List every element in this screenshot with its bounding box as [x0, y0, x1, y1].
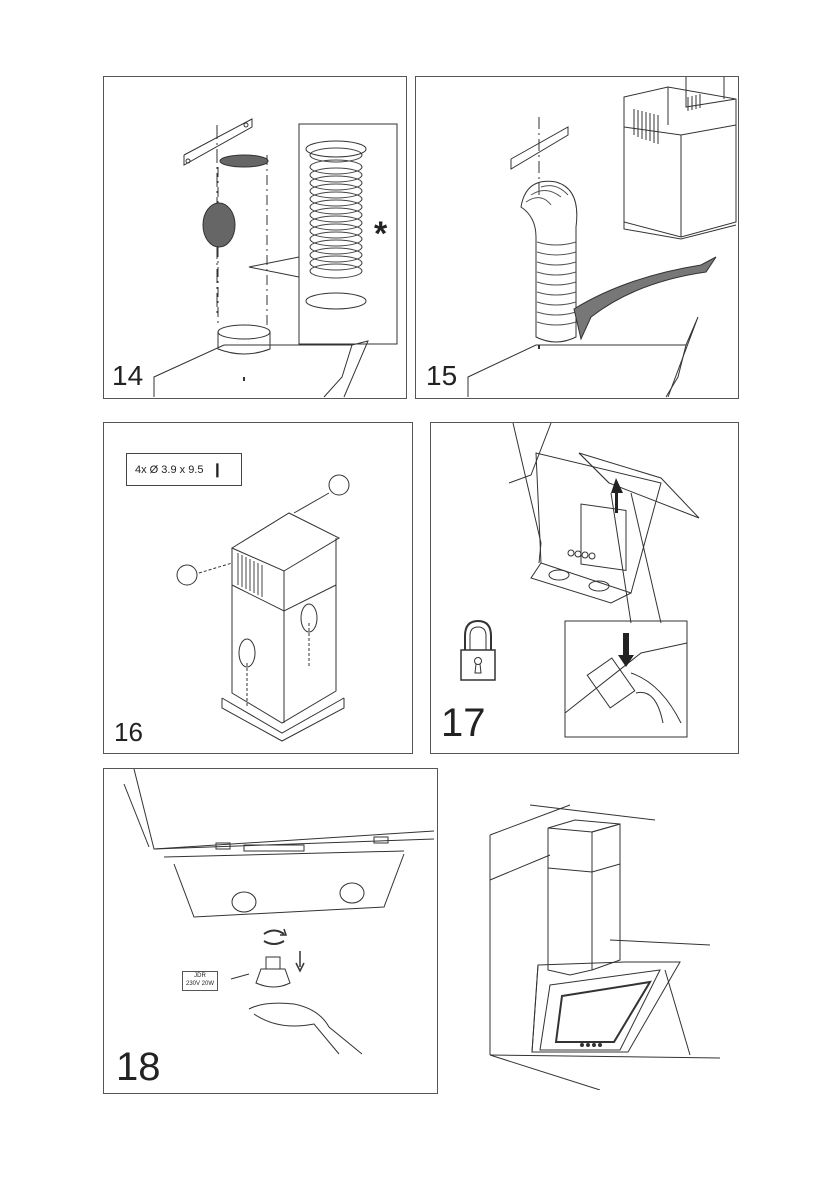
down-arrow-icon	[296, 951, 304, 971]
rotate-icon	[264, 929, 286, 944]
chimney-installation-illustration	[416, 77, 738, 398]
bulb-type: JDR	[183, 972, 217, 980]
optional-marker: *	[374, 217, 387, 251]
step-number-15: 15	[426, 362, 457, 390]
panel-18: JDR 230V 20W 18	[103, 768, 438, 1094]
panel-17: 17	[430, 422, 739, 754]
step-number-14: 14	[112, 362, 143, 390]
panel-15: 15	[415, 76, 739, 399]
bulb-spec-label: JDR 230V 20W	[182, 971, 218, 991]
step-number-16: 16	[114, 719, 143, 745]
step-number-18: 18	[116, 1047, 161, 1087]
step-number-17: 17	[441, 703, 486, 743]
padlock-icon	[461, 621, 495, 680]
assembled-hood-illustration	[480, 800, 740, 1090]
chimney-screws-illustration	[104, 423, 412, 753]
panel-14: * 14	[103, 76, 407, 399]
bulb-rating: 230V 20W	[183, 980, 217, 988]
panel-16: 4x Ø 3.9 x 9.5 ❙	[103, 422, 413, 754]
flexible-duct-illustration	[104, 77, 406, 398]
